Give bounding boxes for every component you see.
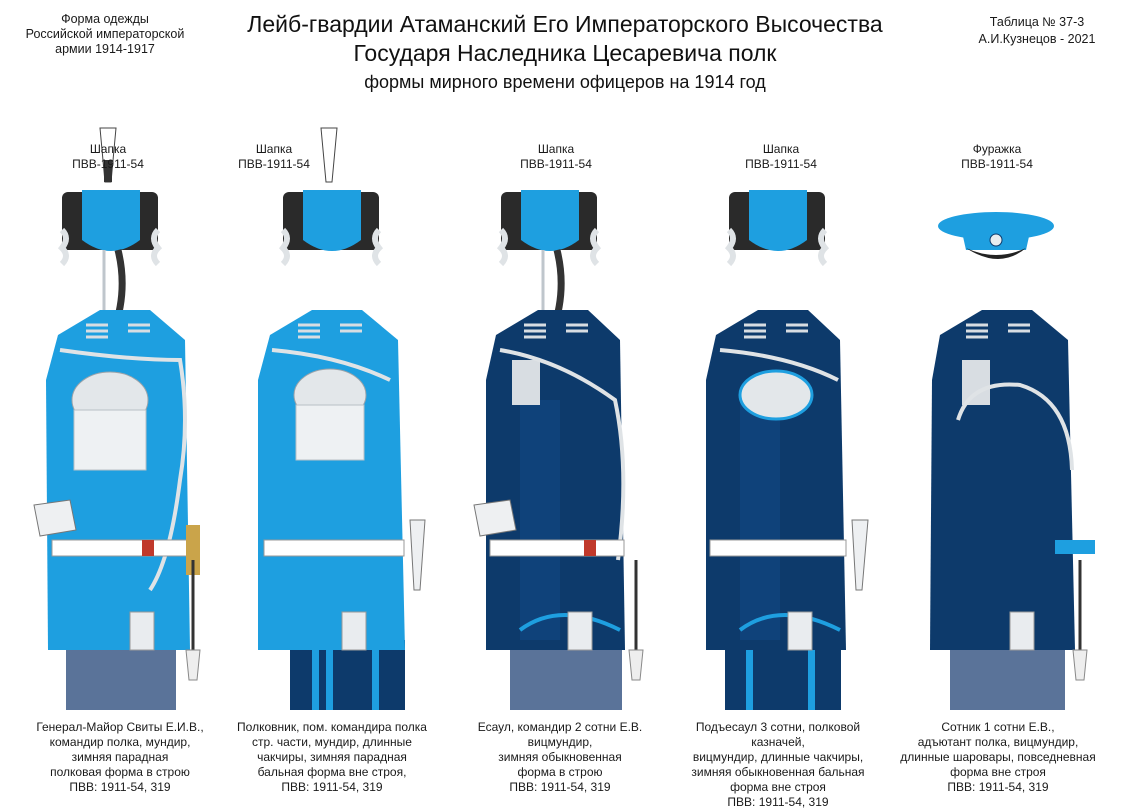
furazhka-5 [938,212,1054,259]
header-right-block: Таблица № 37-3 А.И.Кузнецов - 2021 [957,14,1117,48]
author-year: А.И.Кузнецов - 2021 [978,32,1096,46]
caption-line: Полковник, пом. командира полка [237,720,427,734]
figure-4 [706,190,869,710]
headgear-label-5: Фуражка ПВВ-1911-54 [932,142,1062,172]
caption-line: ПВВ: 1911-54, 319 [509,780,611,794]
caption-line: ПВВ: 1911-54, 319 [69,780,171,794]
papakha-4 [724,190,830,267]
page-title: Лейб-гвардии Атаманский Его Императорско… [200,10,930,68]
plume-1 [99,127,117,183]
caption-line: ПВВ: 1911-54, 319 [281,780,383,794]
headgear-name: Шапка [89,142,127,156]
caption-line: стр. части, мундир, длинные [252,735,412,749]
caption-3: Есаул, командир 2 сотни Е.В. вицмундир, … [450,720,670,795]
caption-4: Подъесаул 3 сотни, полковой казначей, ви… [668,720,888,810]
caption-line: вицмундир, [527,735,593,749]
caption-line: зимняя парадная [71,750,169,764]
headgear-name: Фуражка [972,142,1022,156]
headgear-code: ПВВ-1911-54 [72,157,144,171]
caption-line: полковая форма в строю [50,765,190,779]
headgear-code: ПВВ-1911-54 [745,157,817,171]
headgear-code: ПВВ-1911-54 [238,157,310,171]
headgear-label-1: Шапка ПВВ-1911-54 [43,142,173,172]
caption-line: Подъесаул 3 сотни, полковой казначей, [695,720,861,749]
caption-line: зимняя обыкновенная бальная [691,765,865,779]
figure-2 [258,127,426,710]
caption-line: бальная форма вне строя, [257,765,407,779]
papakha-1 [57,190,163,267]
headgear-name: Шапка [537,142,575,156]
caption-line: чакчиры, зимняя парадная [257,750,407,764]
headgear-name: Шапка [762,142,800,156]
figure-3 [473,190,644,710]
caption-line: зимняя обыкновенная [498,750,622,764]
page-title-line-1: Лейб-гвардии Атаманский Его Императорско… [247,11,883,37]
headgear-name: Шапка [255,142,293,156]
caption-line: длинные шаровары, повседневная [900,750,1096,764]
page-subtitle: формы мирного времени офицеров на 1914 г… [364,72,766,92]
headgear-label-4: Шапка ПВВ-1911-54 [716,142,846,172]
headgear-code: ПВВ-1911-54 [520,157,592,171]
caption-line: форма вне строя [730,780,826,794]
header-left-line-2: Российской императорской [25,27,185,41]
caption-line: Есаул, командир 2 сотни Е.В. [477,720,643,734]
caption-line: ПВВ: 1911-54, 319 [947,780,1049,794]
caption-line: форма в строю [517,765,603,779]
header-left-block: Форма одежды Российской императорской ар… [10,12,200,57]
header-left-line-3: армии 1914-1917 [55,42,155,56]
caption-line: командир полка, мундир, [49,735,191,749]
caption-2: Полковник, пом. командира полка стр. час… [222,720,442,795]
caption-line: Сотник 1 сотни Е.В., [941,720,1055,734]
header-left-line-1: Форма одежды [61,12,149,26]
headgear-code: ПВВ-1911-54 [961,157,1033,171]
caption-1: Генерал-Майор Свиты Е.И.В., командир пол… [10,720,230,795]
caption-line: вицмундир, длинные чакчиры, [692,750,864,764]
table-number: Таблица № 37-3 [989,15,1085,29]
papakha-3 [496,190,602,267]
caption-line: Генерал-Майор Свиты Е.И.В., [36,720,204,734]
headgear-label-3: Шапка ПВВ-1911-54 [491,142,621,172]
papakha-2 [278,190,384,267]
figure-1 [33,127,201,710]
headgear-label-2: Шапка ПВВ-1911-54 [209,142,339,172]
caption-line: форма вне строя [950,765,1046,779]
caption-5: Сотник 1 сотни Е.В., адъютант полка, виц… [888,720,1108,795]
caption-line: адъютант полка, вицмундир, [917,735,1079,749]
caption-line: ПВВ: 1911-54, 319 [727,795,829,809]
plume-2 [320,127,338,183]
figure-5 [930,212,1095,710]
page-title-line-2: Государя Наследника Цесаревича полк [353,40,777,66]
